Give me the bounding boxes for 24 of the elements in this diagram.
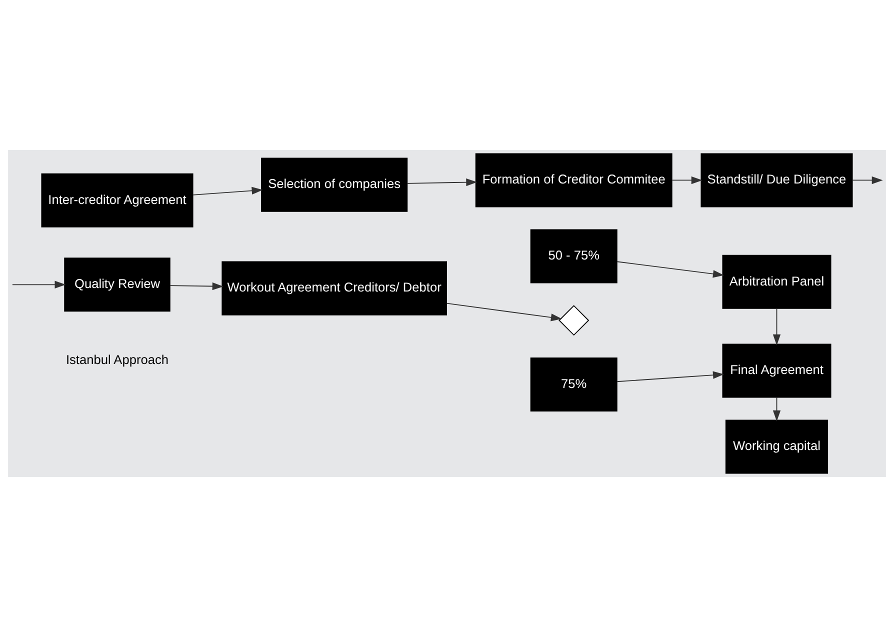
arrow — [406, 178, 478, 186]
node-box: 75% — [530, 356, 618, 411]
arrow — [170, 282, 224, 290]
node-box: Arbitration Panel — [722, 254, 832, 308]
node-diamond — [558, 304, 590, 336]
node-box: 50 - 75% — [530, 228, 618, 283]
node-box: Formation of Creditor Commitee — [475, 152, 672, 207]
node-box: Quality Review — [64, 257, 170, 312]
label: Istanbul Approach — [66, 352, 169, 367]
arrow — [772, 396, 781, 421]
node-box: Inter-creditor Agreement — [41, 172, 194, 227]
arrow — [616, 370, 724, 382]
node-box: Standstill/ Due Diligence — [700, 152, 853, 207]
node-box: Working capital — [725, 419, 828, 474]
arrow — [446, 302, 562, 321]
node-box: Selection of companies — [261, 157, 408, 212]
node-box: Final Agreement — [722, 343, 832, 398]
arrow — [616, 260, 724, 278]
arrow — [672, 176, 702, 184]
arrow — [772, 308, 781, 345]
arrow — [192, 186, 263, 195]
arrow — [852, 176, 883, 184]
node-box: Workout Agreement Creditors/ Debtor — [222, 260, 447, 315]
arrow — [12, 280, 66, 288]
